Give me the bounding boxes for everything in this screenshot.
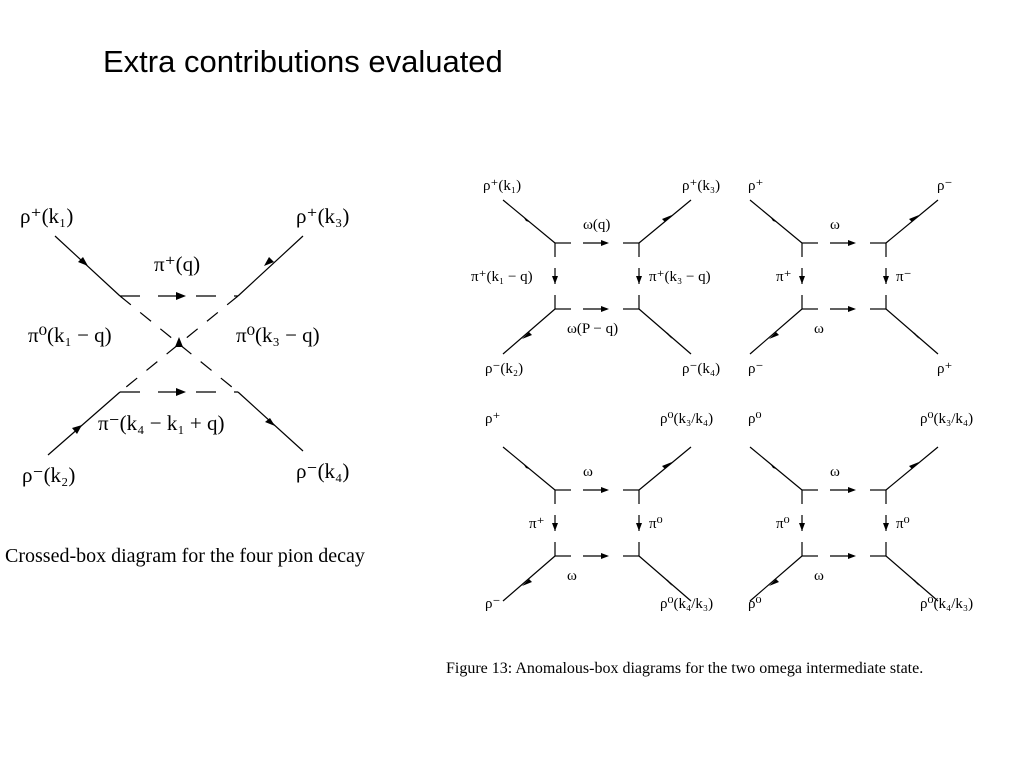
anom-0-leg-bl: [502, 308, 556, 355]
anom-3-arrow-leg-br: [912, 579, 919, 586]
arrow-leg-bottom-right: [265, 418, 275, 426]
anom-3-label-top: ω: [830, 464, 840, 480]
arrow-leg-top-right: [264, 257, 274, 266]
anom-2-leg-tl: [502, 446, 556, 491]
slide-title: Extra contributions evaluated: [103, 44, 503, 79]
anom-2-arrow-leg-bl: [522, 579, 532, 586]
anom-1-leg-tl: [749, 199, 803, 244]
anom-1-arrow-leg-tr: [909, 215, 919, 222]
anom-0-leg-br: [638, 308, 692, 355]
arrow-cross: [175, 337, 183, 347]
anom-1-label-tl: ρ⁺: [748, 178, 763, 194]
label-left-propagator: π⁰(k₁ − q): [28, 323, 112, 347]
label-right-propagator: π⁰(k₃ − q): [236, 323, 320, 347]
anom-3-label-bottom: ω: [814, 568, 824, 584]
anom-3-label-bl: ρ⁰: [748, 596, 762, 612]
anom-2-arrow-prop-left: [552, 523, 558, 531]
anom-1-arrow-prop-top: [848, 240, 856, 246]
anom-0-label-bl: ρ⁻(k₂): [485, 361, 523, 377]
anom-2-label-bottom: ω: [567, 568, 577, 584]
anom-0-label-right: π⁺(k₃ − q): [649, 269, 711, 285]
anom-2-leg-bl: [502, 555, 556, 602]
anom-2-arrow-leg-tl: [522, 462, 529, 469]
anom-3-arrow-prop-top: [848, 487, 856, 493]
anom-0-label-br: ρ⁻(k₄): [682, 361, 720, 377]
anom-2-label-tr: ρ⁰(k₃/k₄): [660, 411, 713, 427]
anom-0-arrow-leg-bl: [522, 332, 532, 339]
anom-1-leg-bl: [749, 308, 803, 355]
anom-0-arrow-prop-left: [552, 276, 558, 284]
anom-0-arrow-prop-right: [636, 276, 642, 284]
anom-0-arrow-prop-top: [601, 240, 609, 246]
anom-1-arrow-leg-bl: [769, 332, 779, 339]
anom-0-label-tr: ρ⁺(k₃): [682, 178, 720, 194]
anom-3-label-left: π⁰: [776, 516, 790, 532]
anom-1-arrow-leg-br: [912, 332, 919, 339]
anom-0-arrow-leg-br: [665, 332, 672, 339]
anom-3-arrow-leg-tl: [769, 462, 776, 469]
anom-2-arrow-leg-tr: [662, 462, 672, 469]
anom-3-arrow-prop-left: [799, 523, 805, 531]
anom-3-leg-tl: [749, 446, 803, 491]
anom-2-label-right: π⁰: [649, 516, 663, 532]
arrow-bottom-propagator: [176, 388, 186, 396]
anom-0-arrow-prop-bottom: [601, 306, 609, 312]
anom-1-arrow-prop-right: [883, 276, 889, 284]
anom-0-label-bottom: ω(P − q): [567, 321, 618, 337]
anom-3-label-tr: ρ⁰(k₃/k₄): [920, 411, 973, 427]
anom-0-label-top: ω(q): [583, 217, 610, 233]
anom-2-leg-br: [638, 555, 692, 602]
anom-3-label-tl: ρ⁰: [748, 411, 762, 427]
label-top-right: ρ⁺(k₃): [296, 204, 349, 228]
label-bottom-right: ρ⁻(k₄): [296, 459, 349, 483]
anom-2-arrow-leg-br: [665, 579, 672, 586]
anom-2-label-tl: ρ⁺: [485, 411, 500, 427]
anom-3-label-br: ρ⁰(k₄/k₃): [920, 596, 973, 612]
anom-0-label-tl: ρ⁺(k₁): [483, 178, 521, 194]
anom-0-arrow-leg-tr: [662, 215, 672, 222]
anomalous-box-caption: Figure 13: Anomalous-box diagrams for th…: [446, 660, 924, 677]
anom-1-arrow-leg-tl: [769, 215, 776, 222]
anom-1-label-left: π⁺: [776, 269, 792, 285]
leg-top-left: [54, 235, 121, 297]
arrow-leg-bottom-left: [72, 425, 82, 434]
anom-3-label-right: π⁰: [896, 516, 910, 532]
anom-1-arrow-prop-bottom: [848, 306, 856, 312]
anom-3-arrow-prop-right: [883, 523, 889, 531]
anom-3-leg-bl: [749, 555, 803, 602]
label-bottom-left: ρ⁻(k₂): [22, 463, 75, 487]
leg-top-right: [237, 235, 304, 297]
anom-1-label-bottom: ω: [814, 321, 824, 337]
anom-3-leg-br: [885, 555, 939, 602]
anom-0-leg-tl: [502, 199, 556, 244]
anom-0-label-left: π⁺(k₁ − q): [471, 269, 533, 285]
anom-1-label-bl: ρ⁻: [748, 361, 763, 377]
anom-3-arrow-leg-tr: [909, 462, 919, 469]
anom-0-arrow-leg-tl: [522, 215, 529, 222]
anom-2-arrow-prop-top: [601, 487, 609, 493]
arrow-top-propagator: [176, 292, 186, 300]
anom-1-label-tr: ρ⁻: [937, 178, 952, 194]
label-top-left: ρ⁺(k₁): [20, 204, 73, 228]
label-top-propagator: π⁺(q): [154, 252, 200, 276]
crossed-box-caption: Crossed-box diagram for the four pion de…: [5, 545, 365, 567]
anom-1-arrow-prop-left: [799, 276, 805, 284]
crossed-box-diagram: ρ⁺(k₁) ρ⁺(k₃) ρ⁻(k₂) ρ⁻(k₄) π⁺(q) π⁰(k₁ …: [20, 204, 349, 487]
anom-2-label-top: ω: [583, 464, 593, 480]
anom-2-arrow-prop-bottom: [601, 553, 609, 559]
anom-2-label-br: ρ⁰(k₄/k₃): [660, 596, 713, 612]
anom-3-arrow-leg-bl: [769, 579, 779, 586]
label-bottom-propagator: π⁻(k₄ − k₁ + q): [98, 411, 225, 435]
anom-1-leg-br: [885, 308, 939, 355]
anom-1-label-br: ρ⁺: [937, 361, 952, 377]
arrow-leg-top-left: [78, 257, 88, 266]
anom-1-label-top: ω: [830, 217, 840, 233]
leg-bottom-left: [47, 391, 121, 456]
anom-1-label-right: π⁻: [896, 269, 912, 285]
anom-2-label-bl: ρ⁻: [485, 596, 500, 612]
anom-2-arrow-prop-right: [636, 523, 642, 531]
anom-3-arrow-prop-bottom: [848, 553, 856, 559]
anom-2-label-left: π⁺: [529, 516, 545, 532]
